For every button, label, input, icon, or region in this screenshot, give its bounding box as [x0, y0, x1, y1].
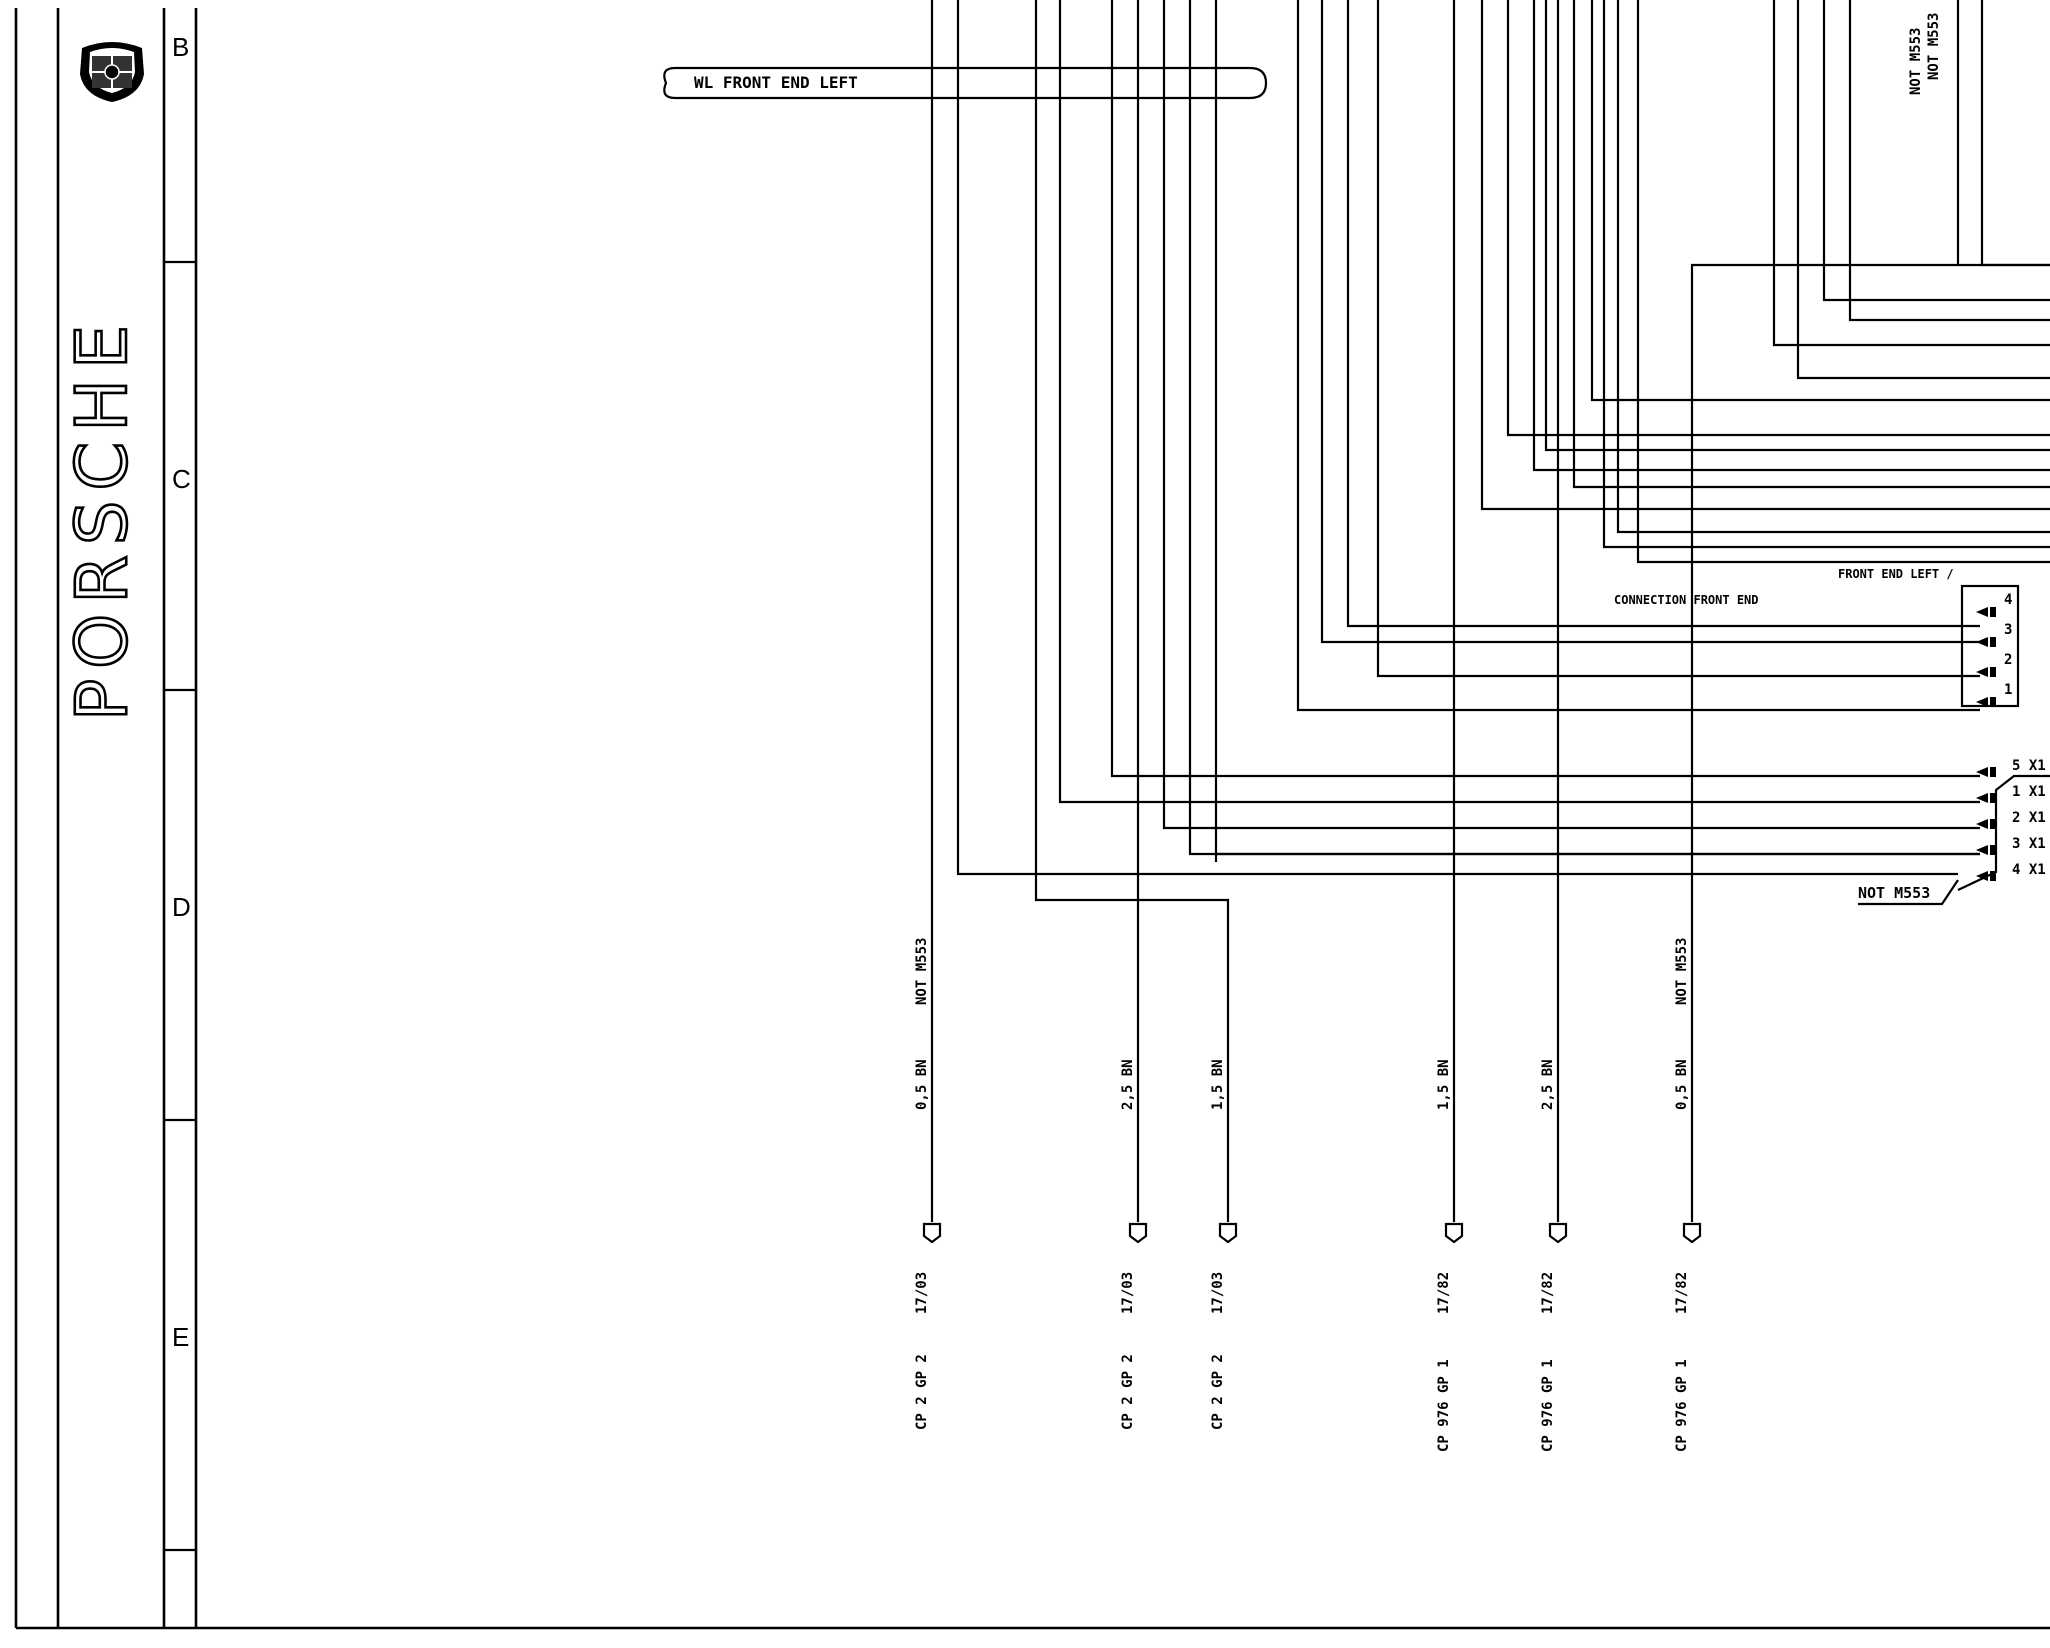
svg-text:FRONT END LEFT /: FRONT END LEFT /: [1838, 567, 1954, 581]
svg-text:1,5 BN: 1,5 BN: [1210, 1059, 1226, 1110]
svg-text:2,5 BN: 2,5 BN: [1120, 1059, 1136, 1110]
svg-text:0,5 BN: 0,5 BN: [914, 1059, 930, 1110]
porsche-wordmark: PORSCHE: [61, 315, 143, 721]
frame: [14, 8, 2050, 1630]
harness-label: WL FRONT END LEFT: [663, 66, 1268, 100]
grid-row-b: B: [172, 32, 189, 62]
top-notes: NOT M553 NOT M553: [1908, 13, 1942, 95]
connector-pin-2: 2: [2004, 652, 2012, 668]
side-pin-2: 2 X1: [2012, 810, 2046, 826]
svg-text:NOT M553: NOT M553: [1674, 938, 1690, 1005]
side-pin-3: 3 X1: [2012, 836, 2046, 852]
svg-text:CP 2 GP 2: CP 2 GP 2: [914, 1354, 930, 1430]
side-pin-block: 5 X1 1 X1 2 X1 3 X1 4 X1 NOT M553: [1858, 758, 2050, 906]
svg-text:CP 2 GP 2: CP 2 GP 2: [1210, 1354, 1226, 1430]
wire-end-5: 2,5 BN 17/82 CP 976 GP 1: [1540, 1059, 1568, 1452]
side-pin-4: 4 X1: [2012, 862, 2046, 878]
grid-row-e: E: [172, 1322, 189, 1352]
wire-ends: 0,5 BN NOT M553 17/03 CP 2 GP 2 2,5 BN 1…: [914, 938, 1702, 1452]
wire-end-1: 0,5 BN NOT M553 17/03 CP 2 GP 2: [914, 938, 942, 1430]
svg-text:CONNECTION FRONT END: CONNECTION FRONT END: [1614, 593, 1759, 607]
svg-text:NOT M553: NOT M553: [1908, 28, 1924, 95]
svg-text:0,5 BN: 0,5 BN: [1674, 1059, 1690, 1110]
wires: [930, 0, 2050, 1222]
not-m553-note: NOT M553: [1858, 884, 1930, 902]
wire-end-2: 2,5 BN 17/03 CP 2 GP 2: [1120, 1059, 1148, 1430]
side-pin-1: 1 X1: [2012, 784, 2046, 800]
connector-pin-3: 3: [2004, 622, 2012, 638]
wire-end-4: 1,5 BN 17/82 CP 976 GP 1: [1436, 1059, 1464, 1452]
connector-pin-1: 1: [2004, 682, 2012, 698]
svg-text:CP 976 GP 1: CP 976 GP 1: [1674, 1359, 1690, 1452]
connector-pin-4: 4: [2004, 592, 2012, 608]
svg-text:2,5 BN: 2,5 BN: [1540, 1059, 1556, 1110]
svg-text:CP 2 GP 2: CP 2 GP 2: [1120, 1354, 1136, 1430]
wire-end-6: 0,5 BN NOT M553 17/82 CP 976 GP 1: [1674, 938, 1702, 1452]
svg-text:CP 976 GP 1: CP 976 GP 1: [1540, 1359, 1556, 1452]
side-pin-5: 5 X1: [2012, 758, 2046, 774]
grid-row-d: D: [172, 892, 191, 922]
porsche-crest-logo: [80, 42, 144, 102]
svg-text:17/82: 17/82: [1674, 1272, 1690, 1314]
svg-text:17/82: 17/82: [1540, 1272, 1556, 1314]
wire-end-3: 1,5 BN 17/03 CP 2 GP 2: [1210, 1059, 1238, 1430]
svg-text:17/03: 17/03: [1210, 1272, 1226, 1314]
grid-row-c: C: [172, 464, 191, 494]
svg-text:NOT M553: NOT M553: [914, 938, 930, 1005]
svg-text:17/03: 17/03: [914, 1272, 930, 1314]
svg-text:17/82: 17/82: [1436, 1272, 1452, 1314]
svg-text:CP 976 GP 1: CP 976 GP 1: [1436, 1359, 1452, 1452]
front-end-connector: FRONT END LEFT / CONNECTION FRONT END 4 …: [1614, 567, 2020, 708]
svg-text:1,5 BN: 1,5 BN: [1436, 1059, 1452, 1110]
svg-text:WL FRONT END LEFT: WL FRONT END LEFT: [694, 73, 858, 92]
svg-text:NOT M553: NOT M553: [1926, 13, 1942, 80]
svg-text:17/03: 17/03: [1120, 1272, 1136, 1314]
